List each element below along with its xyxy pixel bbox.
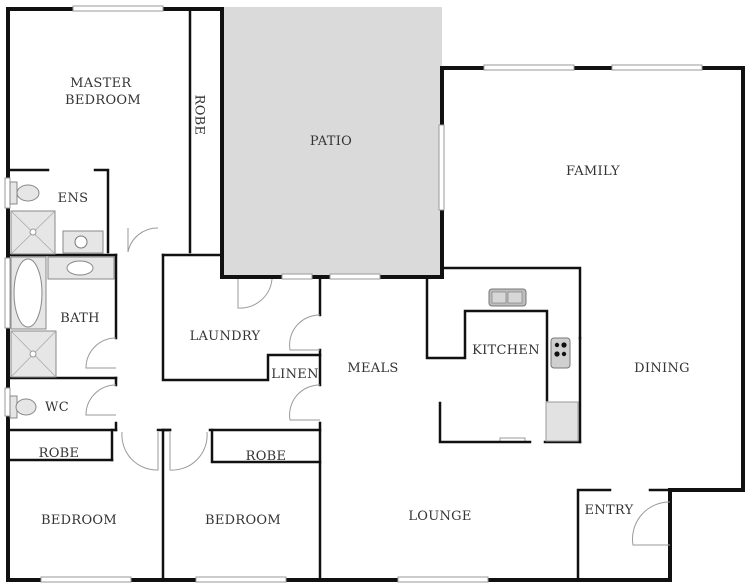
shower-icon xyxy=(10,210,56,255)
room-label-meals: MEALS xyxy=(347,361,398,376)
interior-walls xyxy=(6,7,672,582)
room-label-robe-master: ROBE xyxy=(192,95,207,136)
room-label-family: FAMILY xyxy=(566,164,620,179)
room-label-wc: WC xyxy=(45,400,69,415)
room-label-lounge: LOUNGE xyxy=(408,509,471,524)
toilet-icon xyxy=(9,181,40,205)
room-label-dining: DINING xyxy=(634,361,690,376)
room-label-bath: BATH xyxy=(60,311,99,326)
room-label-laundry: LAUNDRY xyxy=(190,329,261,344)
kitchen-sink-icon xyxy=(488,288,527,307)
room-label-robe-bedroom-3: ROBE xyxy=(246,449,287,464)
room-label-patio: PATIO xyxy=(310,134,352,149)
doors xyxy=(85,227,671,546)
room-label-master-bedroom: MASTER BEDROOM xyxy=(65,76,141,108)
room-label-linen: LINEN xyxy=(271,367,319,382)
cooktop-icon xyxy=(550,337,571,369)
room-label-bedroom-3: BEDROOM xyxy=(205,513,281,528)
room-label-ens: ENS xyxy=(58,191,89,206)
room-label-bedroom-2: BEDROOM xyxy=(41,513,117,528)
fixtures xyxy=(9,181,579,442)
basin-icon xyxy=(47,256,115,280)
fridge-space xyxy=(545,401,579,442)
windows xyxy=(4,5,703,583)
basin-icon xyxy=(62,230,104,254)
shower-icon xyxy=(10,330,57,378)
bathtub-icon xyxy=(10,256,47,330)
room-label-robe-bedroom-2: ROBE xyxy=(39,446,80,461)
room-label-kitchen: KITCHEN xyxy=(472,343,540,358)
room-labels: MASTER BEDROOM ROBE PATIO FAMILY ENS BAT… xyxy=(39,76,690,528)
toilet-icon xyxy=(9,395,37,419)
patio-area xyxy=(222,7,442,277)
room-label-entry: ENTRY xyxy=(584,503,633,518)
